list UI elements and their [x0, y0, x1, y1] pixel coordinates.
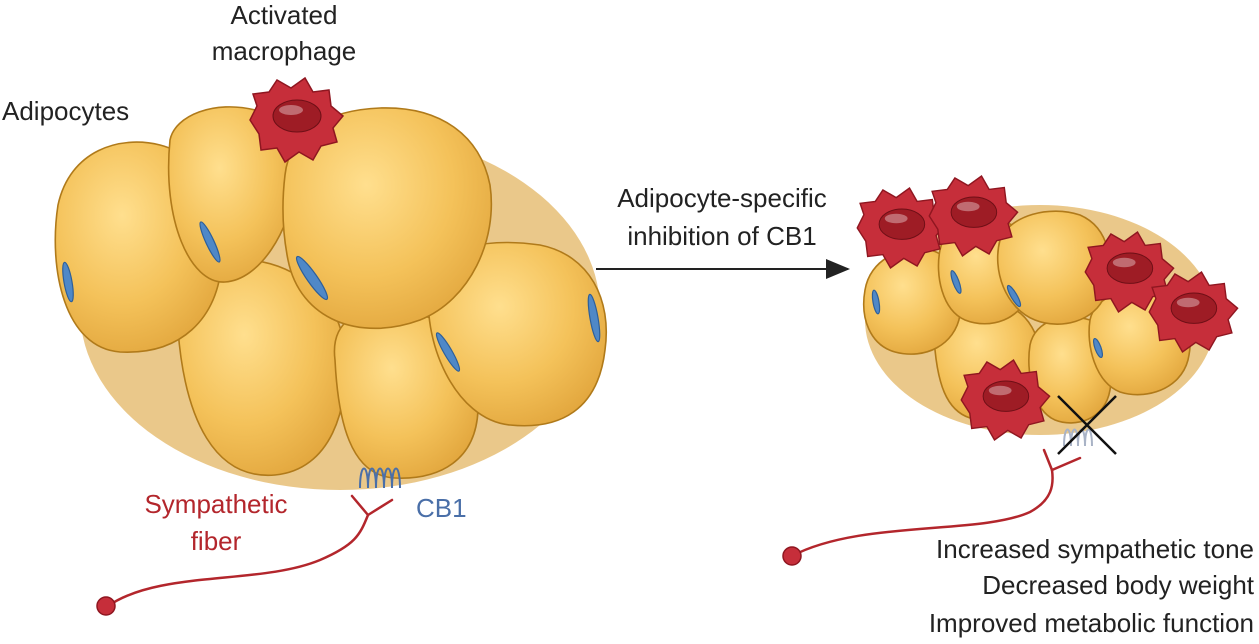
activated-macrophage — [928, 175, 1019, 257]
macrophage-cluster — [856, 175, 1239, 441]
activated-macrophage — [249, 76, 345, 164]
nucleus — [199, 221, 221, 263]
nucleus — [871, 289, 881, 315]
outcome-line-3: Improved metabolic function — [929, 608, 1254, 638]
left-adipocyte-cluster — [54, 106, 607, 490]
nucleus — [295, 255, 329, 301]
macrophage-label-line1: Activated — [231, 0, 338, 30]
sympathetic-fiber-label-line1: Sympathetic — [144, 489, 287, 519]
nerve-terminal-dot — [96, 596, 116, 616]
nucleus — [587, 293, 601, 343]
nucleus — [435, 332, 461, 372]
x-mark-icon — [1057, 395, 1117, 455]
adipocyte-cell — [282, 107, 493, 330]
nucleus — [950, 270, 962, 294]
outcome-line-1: Increased sympathetic tone — [936, 534, 1254, 564]
adipocyte-cell — [427, 241, 607, 427]
nerve-terminal-dot — [782, 546, 802, 566]
inhibited-cb1-receptor-icon — [1057, 395, 1117, 455]
nucleus — [62, 261, 74, 303]
activated-macrophage — [1084, 231, 1175, 313]
activated-macrophage — [1148, 271, 1239, 353]
activated-macrophage — [856, 187, 947, 269]
nucleus — [1006, 284, 1022, 308]
outcome-line-2: Decreased body weight — [982, 570, 1254, 600]
adipocytes-label: Adipocytes — [2, 96, 129, 126]
cb1-receptor-icon — [359, 467, 401, 489]
cb1-label: CB1 — [416, 493, 467, 523]
sympathetic-fiber — [782, 448, 1082, 566]
nucleus — [1092, 337, 1104, 359]
inhibition-label-line1: Adipocyte-specific — [617, 183, 827, 213]
inhibition-label-line2: inhibition of CB1 — [627, 221, 816, 251]
macrophage-label-line2: macrophage — [212, 36, 357, 66]
sympathetic-fiber-label-line2: fiber — [191, 526, 242, 556]
activated-macrophage — [960, 359, 1051, 441]
sympathetic-fiber — [96, 494, 394, 616]
